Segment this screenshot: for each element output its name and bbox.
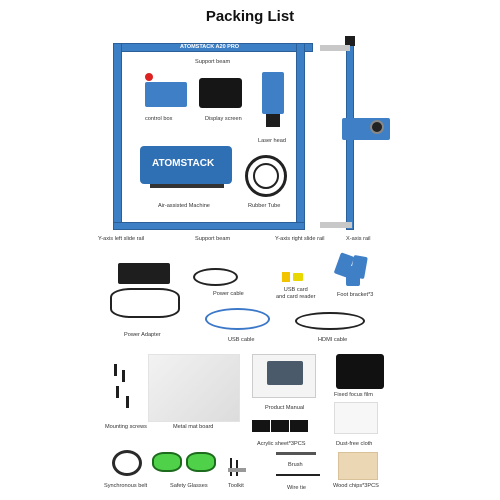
wood-chips-image <box>338 452 378 480</box>
air-assist-brand-text: ATOMSTACK <box>152 158 215 169</box>
product-manual-label: Product Manual <box>265 405 305 411</box>
usb-cable-image <box>205 308 270 330</box>
hdmi-cable-label: HDMI cable <box>318 337 348 343</box>
foot-bracket-3 <box>346 266 360 286</box>
page-title: Packing List <box>205 8 295 25</box>
control-box-image <box>145 82 187 107</box>
brush-label: Brush <box>288 462 303 468</box>
x-rail-wheel-icon <box>370 120 384 134</box>
brush-image <box>276 452 316 455</box>
power-cable-image <box>193 268 238 286</box>
toolkit-tool-1 <box>230 458 232 476</box>
control-box-button-icon <box>145 73 153 81</box>
wire-tie-image <box>276 474 320 476</box>
mounting-screws-label: Mounting screws <box>105 424 147 430</box>
rubber-tube-coil <box>245 155 287 197</box>
display-screen-label: Display screen <box>205 116 242 122</box>
frame-illustration: ATOMSTACK A20 PRO Support beam control b… <box>98 36 390 242</box>
y-axis-left-rail <box>113 43 122 229</box>
wood-chips-label: Wood chips*3PCS <box>333 483 379 489</box>
glasses-lens-left <box>152 452 182 472</box>
air-assist-label: Air-assisted Machine <box>158 203 210 209</box>
y-right-rail-label: Y-axis right slide rail <box>275 236 325 242</box>
metal-mat-board-label: Metal mat board <box>173 424 214 430</box>
support-beam-top-label: Support beam <box>195 59 231 65</box>
screw-1 <box>114 364 117 376</box>
foot-bracket-label: Foot bracket*3 <box>337 292 374 298</box>
safety-glasses-label: Safety Glasses <box>170 483 208 489</box>
laser-head-nozzle <box>266 114 280 127</box>
toolkit-image <box>228 458 248 480</box>
acrylic-sheet-label: Acrylic sheet*3PCS <box>257 441 306 447</box>
synchronous-belt-label: Synchronous belt <box>104 483 148 489</box>
mounting-screws-image <box>110 360 138 418</box>
usb-card-label: USB card and card reader <box>276 287 316 301</box>
acrylic-sheet-1 <box>252 420 270 432</box>
power-adapter-label: Power Adapter <box>124 332 161 338</box>
rubber-tube-label: Rubber Tube <box>248 203 281 209</box>
hdmi-cable-image <box>295 312 365 330</box>
glasses-lens-right <box>186 452 216 472</box>
frame-brand-text: ATOMSTACK A20 PRO <box>180 44 240 50</box>
acrylic-sheet-3 <box>290 420 308 432</box>
air-assist-machine-image <box>140 146 232 184</box>
screw-4 <box>126 396 129 408</box>
safety-glasses-image <box>152 452 218 474</box>
manual-cover-machine <box>267 361 303 385</box>
wire-tie-label: Wire tie <box>287 485 306 491</box>
dust-free-cloth-label: Dust-free cloth <box>336 441 373 447</box>
y-left-rail-label: Y-axis left slide rail <box>98 236 145 242</box>
usb-card-image <box>282 272 290 282</box>
fixed-focus-film-label: Fixed focus film <box>334 392 373 398</box>
metal-mat-board-image <box>148 354 240 422</box>
toolkit-handle <box>228 468 246 472</box>
usb-card-label-text: USB card and card reader <box>276 287 316 300</box>
display-screen-image <box>199 78 242 108</box>
screw-3 <box>116 386 119 398</box>
x-rail-motor <box>345 36 355 46</box>
synchronous-belt-image <box>112 450 142 476</box>
card-reader-image <box>293 273 303 281</box>
fixed-focus-film-image <box>336 354 384 389</box>
laser-head-image <box>262 72 284 114</box>
air-assist-stand <box>150 184 224 188</box>
power-adapter-cable <box>110 288 180 318</box>
x-rail-end-bottom <box>320 222 352 228</box>
usb-cable-label: USB cable <box>228 337 255 343</box>
toolkit-label: Toolkit <box>228 483 244 489</box>
acrylic-sheet-2 <box>271 420 289 432</box>
rubber-tube-inner <box>253 163 279 189</box>
x-axis-rail-label: X-axis rail <box>346 236 371 242</box>
power-cable-label: Power cable <box>213 291 244 297</box>
x-rail-end-left <box>320 45 350 51</box>
y-axis-right-rail <box>296 43 305 229</box>
support-beam-bottom-label: Support beam <box>195 236 231 242</box>
screw-2 <box>122 370 125 382</box>
support-beam-bottom-rail <box>113 222 305 230</box>
laser-head-label: Laser head <box>258 138 286 144</box>
control-box-label: control box <box>145 116 173 122</box>
product-manual-image <box>252 354 316 398</box>
power-adapter-image <box>118 263 170 284</box>
dust-free-cloth-image <box>334 402 378 434</box>
